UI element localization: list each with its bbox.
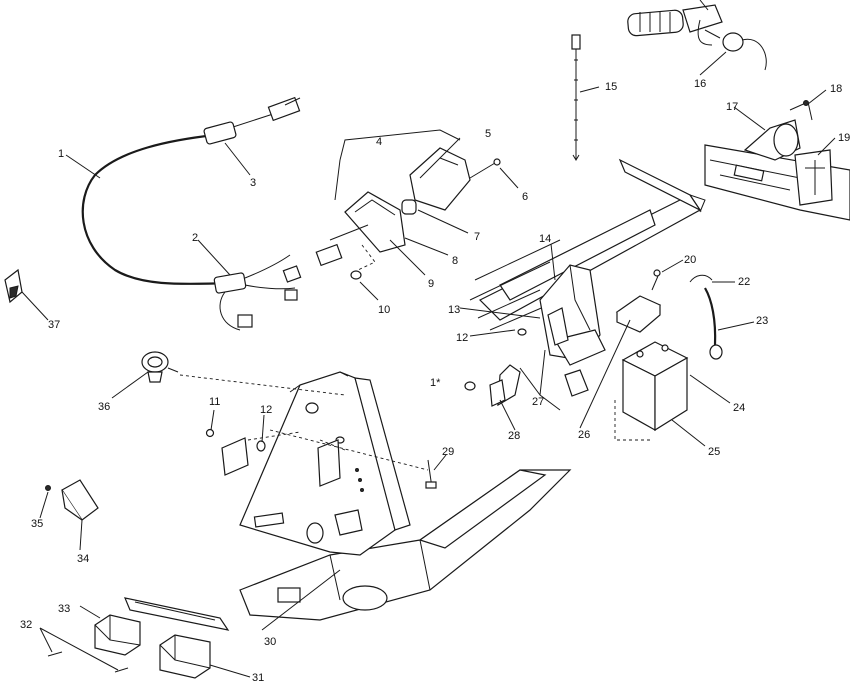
callout-22: 22 (738, 276, 750, 288)
callout-35: 35 (31, 518, 43, 530)
washer-1star (464, 328, 527, 391)
callout-labels: 1 2 3 4 5 6 7 8 9 10 11 12 12 13 14 15 1… (20, 78, 850, 682)
callout-34: 34 (77, 553, 89, 565)
callout-19: 19 (838, 132, 850, 144)
callout-10: 10 (378, 304, 390, 316)
battery-25 (614, 341, 689, 441)
strip-30 (124, 597, 230, 631)
callout-6: 6 (522, 191, 528, 203)
callout-16: 16 (694, 78, 706, 90)
callout-11: 11 (209, 396, 220, 408)
callout-12-console: 12 (260, 404, 272, 416)
callout-2: 2 (192, 232, 198, 244)
callout-23: 23 (756, 315, 768, 327)
bracket-27-28 (489, 349, 589, 411)
callout-30: 30 (264, 636, 276, 648)
callout-15: 15 (605, 81, 617, 93)
battery-cable-23 (651, 269, 723, 360)
battery-bracket (539, 264, 606, 366)
callout-37: 37 (48, 319, 60, 331)
pad-31 (159, 634, 211, 679)
callout-3: 3 (250, 177, 256, 189)
callout-4: 4 (376, 136, 382, 148)
module-11-12 (205, 428, 346, 476)
pad-33 (94, 614, 141, 656)
callout-31: 31 (252, 672, 264, 682)
screws-32 (47, 651, 129, 673)
clip-37 (4, 268, 23, 304)
callout-26: 26 (578, 429, 590, 441)
callout-14: 14 (539, 233, 551, 245)
callout-27: 27 (532, 396, 544, 408)
antenna-15 (571, 34, 581, 161)
callout-9: 9 (428, 278, 434, 290)
callout-18: 18 (830, 83, 842, 95)
callout-29: 29 (442, 446, 454, 458)
callout-20: 20 (684, 254, 696, 266)
callout-1-star: 1* (430, 377, 441, 389)
leader-lines (21, 51, 836, 678)
callout-28: 28 (508, 430, 520, 442)
block-34 (61, 479, 99, 521)
lower-frame (239, 469, 572, 621)
console-panel (239, 371, 411, 556)
callout-8: 8 (452, 255, 458, 267)
frame-rail (469, 144, 850, 331)
callout-13: 13 (448, 304, 460, 316)
callout-1: 1 (58, 148, 64, 160)
bolt-29 (269, 429, 437, 489)
callout-36: 36 (98, 401, 110, 413)
callout-25: 25 (708, 446, 720, 458)
callout-12-bracket: 12 (456, 332, 468, 344)
callout-32: 32 (20, 619, 32, 631)
switch-36 (141, 351, 346, 396)
cable-assembly (81, 96, 302, 331)
callout-7: 7 (474, 231, 480, 243)
callout-17: 17 (726, 101, 738, 113)
battery-pad (615, 295, 662, 333)
callout-24: 24 (733, 402, 745, 414)
screw-6 (469, 158, 501, 179)
horn-17 (743, 100, 813, 161)
callout-33: 33 (58, 603, 70, 615)
handlebar-grip-16 (627, 0, 767, 71)
screw-35 (45, 485, 51, 491)
light-assembly (315, 129, 471, 280)
callout-5: 5 (485, 128, 491, 140)
